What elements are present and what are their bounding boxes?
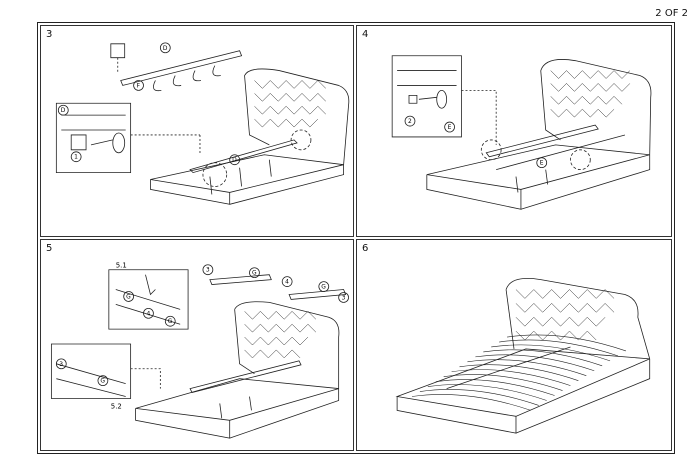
step-4-illustration: 2 E E: [357, 26, 671, 236]
step-5-callout-g2: G: [168, 318, 173, 325]
instruction-grid: 3: [37, 22, 675, 454]
step-5-callout-g3: G: [100, 378, 105, 385]
step-4-number: 4: [362, 29, 369, 40]
step-5-callout-3b: 3: [206, 267, 210, 274]
step-3-number: 3: [46, 29, 53, 40]
step-5-illustration: 5.1 5.2 G 4 G 3 G 3 G 4 G 3: [41, 262, 353, 450]
step-4-panel: 4: [356, 25, 672, 237]
step-5-label-5-1: 5.1: [116, 262, 127, 270]
step-3-callout-d: D: [163, 45, 168, 52]
step-5-callout-g1: G: [126, 293, 131, 300]
step-3-callout-d2: D: [61, 107, 66, 114]
step-5-callout-4b: 4: [285, 279, 289, 286]
step-3-illustration: D F D 1 D: [41, 26, 353, 236]
step-5-panel: 5: [40, 239, 354, 451]
step-3-callout-d3: D: [232, 157, 237, 164]
step-5-callout-g4: G: [252, 270, 257, 277]
step-5-number: 5: [46, 243, 53, 254]
step-5-label-5-2: 5.2: [111, 402, 122, 410]
step-5-callout-3c: 3: [342, 294, 346, 301]
step-6-panel: 6: [356, 239, 672, 451]
step-3-panel: 3: [40, 25, 354, 237]
step-4-callout-e: E: [448, 124, 452, 131]
step-3-callout-1: 1: [74, 154, 78, 161]
page-label: 2 OF 2: [655, 8, 688, 19]
step-5-callout-3a: 3: [59, 361, 63, 368]
step-5-callout-4: 4: [146, 310, 150, 317]
step-5-callout-g5: G: [321, 284, 326, 291]
step-6-number: 6: [362, 243, 369, 254]
step-6-illustration: [357, 240, 671, 450]
step-4-callout-2: 2: [408, 118, 412, 125]
step-3-callout-f: F: [137, 82, 141, 89]
step-4-callout-e2: E: [540, 160, 544, 167]
